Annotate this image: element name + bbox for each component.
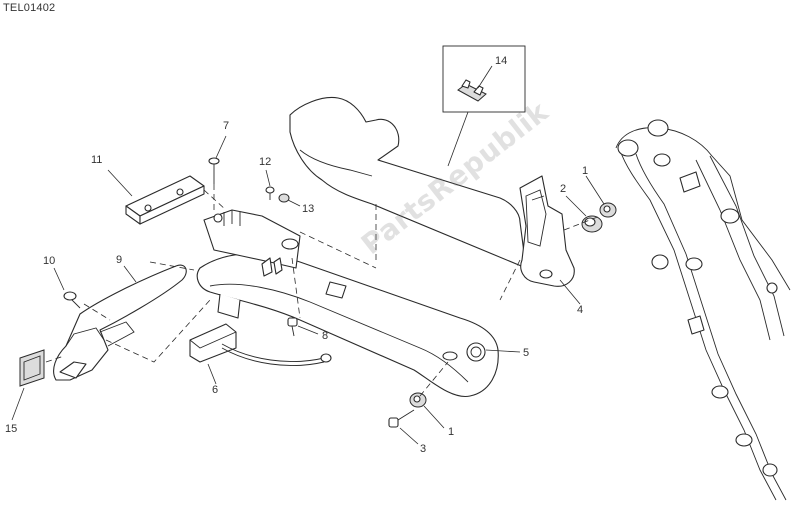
callout-15: 15	[5, 423, 18, 435]
callout-6: 6	[212, 384, 219, 396]
nut-part-13	[278, 193, 290, 203]
callout-11: 11	[91, 154, 103, 166]
callout-1-upper: 1	[582, 165, 589, 177]
callout-8: 8	[322, 330, 329, 342]
callout-3: 3	[420, 443, 427, 455]
doc-code: TEL01402	[3, 2, 56, 14]
callout-9: 9	[116, 254, 123, 266]
callout-10: 10	[43, 255, 56, 267]
bracket-part-4	[519, 175, 575, 287]
plate-light-part-11	[125, 175, 205, 225]
main-frame-context	[615, 119, 791, 501]
washer-part-1-upper	[599, 202, 617, 218]
washer-part-1-lower	[409, 392, 427, 408]
reflector-part-15	[19, 349, 45, 387]
screw-part-3	[388, 409, 415, 428]
detail-inset-14	[442, 45, 526, 167]
callout-2: 2	[560, 183, 567, 195]
connector-part-6	[189, 323, 332, 366]
leader-lines	[11, 135, 605, 445]
screw-part-8	[287, 317, 298, 337]
callout-7: 7	[223, 120, 230, 132]
plate-holder-part-9	[53, 264, 187, 381]
screw-part-7	[208, 157, 220, 184]
rubber-bushing-part-2	[581, 215, 603, 233]
callout-12: 12	[259, 156, 272, 168]
assembly-dash-lines	[45, 184, 601, 397]
callout-14: 14	[495, 55, 508, 67]
callout-4: 4	[577, 304, 584, 316]
screw-part-10	[63, 291, 81, 309]
callout-13: 13	[302, 203, 315, 215]
callout-5: 5	[523, 347, 530, 359]
fastener-part-12	[265, 186, 275, 200]
callout-1-lower: 1	[448, 426, 455, 438]
subframe-part-5	[196, 96, 527, 398]
